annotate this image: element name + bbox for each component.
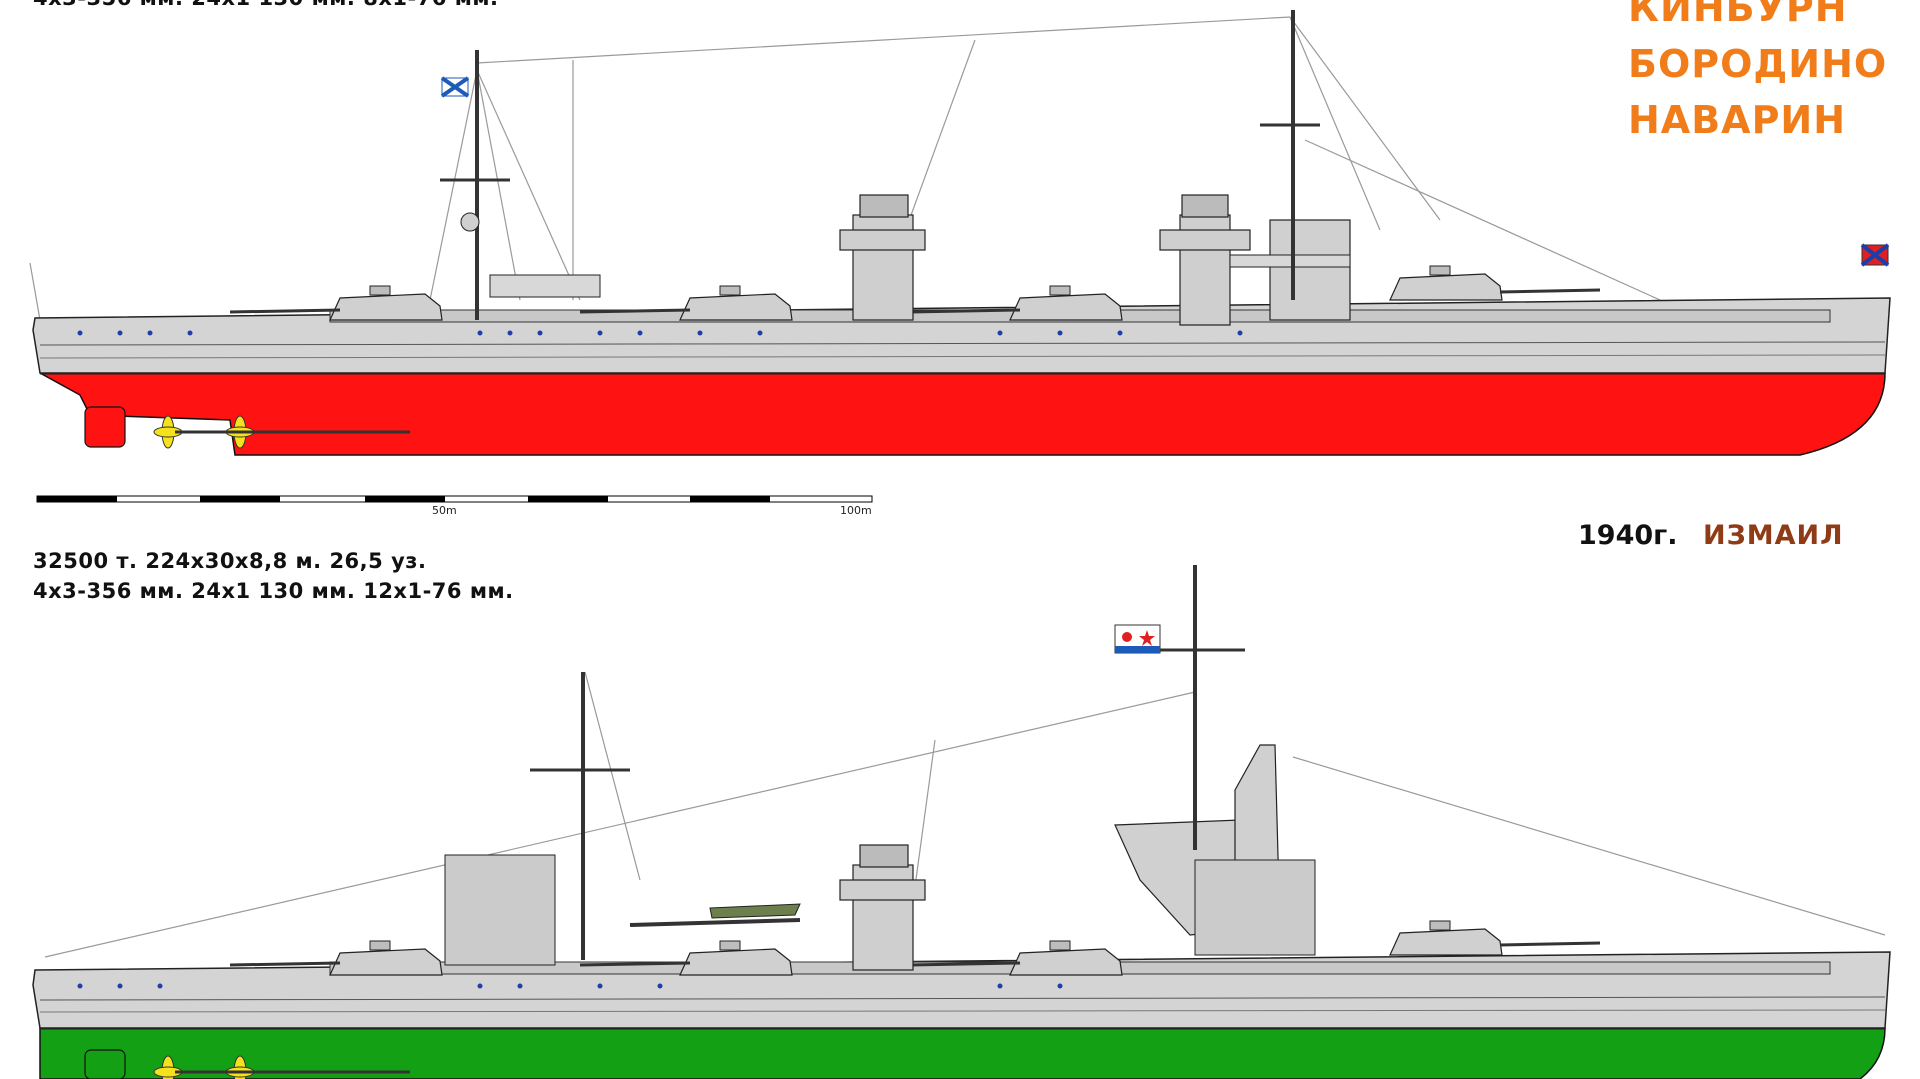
ship-name-1: КИНБУРН — [1628, 0, 1848, 30]
scale-label-100: 100m — [840, 504, 872, 517]
top-spec-line: 4x3-356 мм. 24x1 130 мм. 8x1-76 мм. — [33, 0, 499, 10]
bottom-spec-line-1: 32500 т. 224x30x8,8 м. 26,5 уз. — [33, 549, 427, 573]
top-ship — [29, 10, 1891, 456]
bottom-year: 1940г. — [1578, 520, 1678, 551]
scale-label-50: 50m — [432, 504, 457, 517]
ship-name-2: БОРОДИНО — [1628, 42, 1888, 86]
bottom-ship-name: ИЗМАИЛ — [1703, 520, 1844, 551]
bottom-ship — [32, 565, 1891, 1079]
bottom-spec-line-2: 4x3-356 мм. 24x1 130 мм. 12x1-76 мм. — [33, 579, 514, 603]
ship-name-3: НАВАРИН — [1628, 98, 1847, 142]
top-ship-names: КИНБУРН БОРОДИНО НАВАРИН — [1628, 0, 1887, 148]
scale-bar — [36, 495, 873, 503]
